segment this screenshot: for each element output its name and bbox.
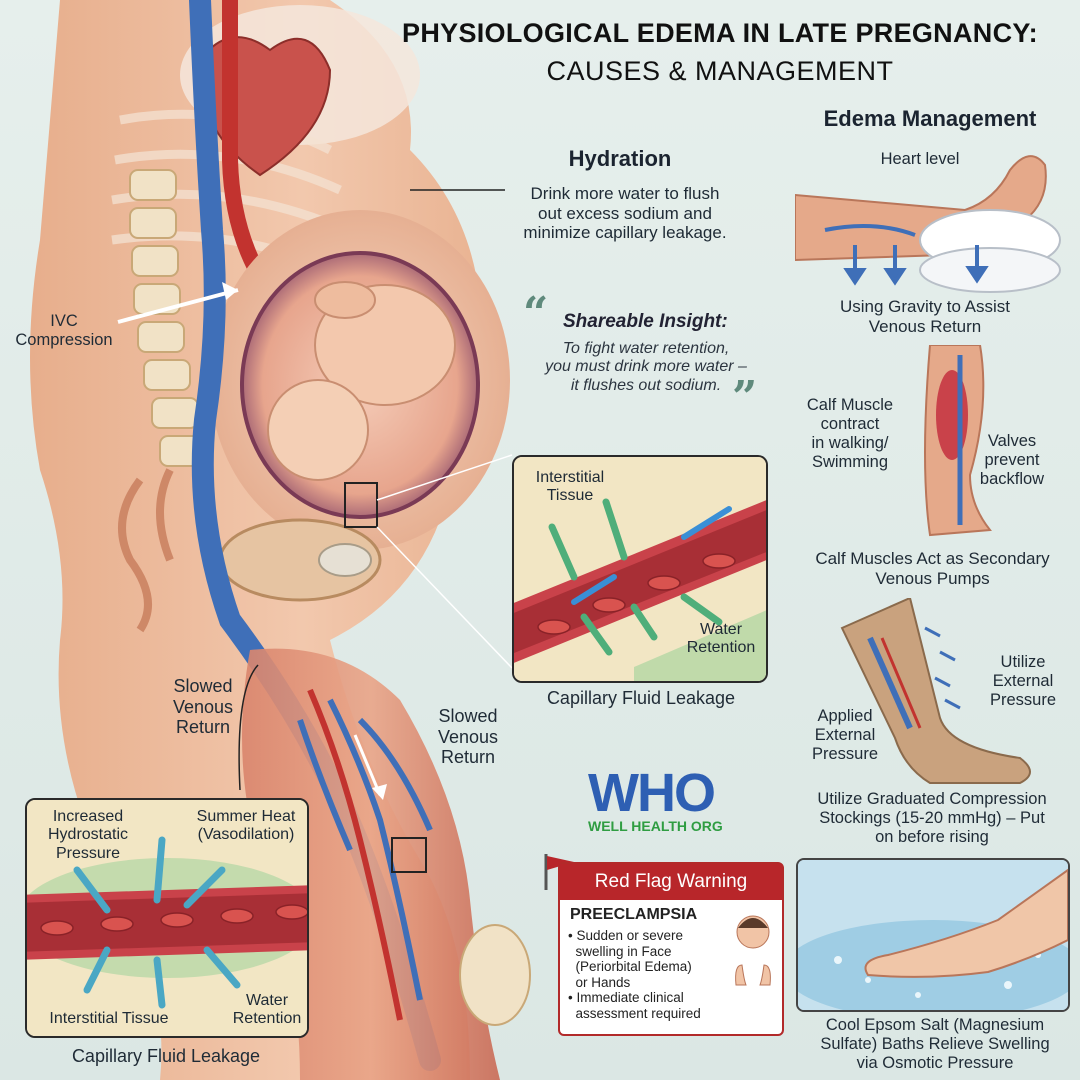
red-flag-card: Red Flag Warning PREECLAMPSIA • Sudden o… [558, 862, 784, 1036]
summer-heat-label: Summer Heat (Vasodilation) [196, 808, 296, 844]
gravity-caption: Using Gravity to Assist Venous Return [839, 297, 1011, 336]
close-quote-icon: ” [732, 372, 758, 423]
open-quote-icon: “ [523, 288, 549, 339]
preeclampsia-label: PREECLAMPSIA [570, 906, 698, 923]
red-flag-bullet-1: • Sudden or severe swelling in Face (Per… [568, 928, 692, 990]
calf-muscle-label: Calf Muscle contract in walking/ Swimmin… [806, 396, 894, 471]
fetus-illustration [267, 281, 456, 481]
management-heading: Edema Management [823, 106, 1037, 131]
capillary-illustration-left [27, 800, 307, 1036]
calf-muscle-illustration [924, 345, 992, 537]
page-title: PHYSIOLOGICAL EDEMA IN LATE PREGNANCY: [402, 18, 1038, 48]
hydration-heading: Hydration [568, 146, 672, 171]
capillary-panel-right: Interstitial Tissue Water Retention [512, 455, 768, 683]
applied-pressure-label: Applied External Pressure [811, 707, 879, 763]
slowed-return-label-left: Slowed Venous Return [172, 676, 234, 738]
who-logo: WHO WELL HEALTH ORG [588, 766, 723, 834]
capillary-caption-left: Capillary Fluid Leakage [71, 1046, 261, 1066]
red-flag-header: Red Flag Warning [560, 864, 782, 900]
compression-stocking-illustration [840, 598, 1031, 784]
who-logo-letters: WHO [588, 763, 716, 823]
red-flag-bullet-2: • Immediate clinical assessment required [568, 990, 701, 1021]
zoom-box-upper [344, 482, 378, 528]
hydrostatic-pressure-label: Increased Hydrostatic Pressure [47, 808, 129, 862]
zoom-box-lower [391, 837, 427, 873]
slowed-return-label-right: Slowed Venous Return [437, 706, 499, 768]
capillary-caption-right: Capillary Fluid Leakage [546, 688, 736, 708]
epsom-bath-illustration [796, 858, 1070, 1012]
interstitial-label-left: Interstitial Tissue [49, 1010, 169, 1027]
insight-title: Shareable Insight: [563, 311, 728, 332]
water-retention-label-left: Water Retention [232, 992, 302, 1028]
calf-caption: Calf Muscles Act as Secondary Venous Pum… [815, 549, 1050, 588]
leg-elevation-illustration [795, 155, 1061, 293]
capillary-panel-left: Increased Hydrostatic Pressure Summer He… [25, 798, 309, 1038]
stockings-caption: Utilize Graduated Compression Stockings … [817, 790, 1047, 846]
ivc-compression-label: IVC Compression [15, 312, 113, 349]
heart-level-label: Heart level [880, 150, 960, 168]
insight-body: To fight water retention, you must drink… [545, 340, 747, 394]
water-retention-label-right: Water Retention [686, 621, 756, 657]
interstitial-label-right: Interstitial Tissue [535, 469, 605, 505]
foot-in-bath-icon [798, 860, 1068, 1010]
capillary-illustration-right [514, 457, 766, 681]
bath-caption: Cool Epsom Salt (Magnesium Sulfate) Bath… [820, 1016, 1050, 1072]
who-logo-subtitle: WELL HEALTH ORG [588, 818, 723, 834]
valves-label: Valves prevent backflow [979, 432, 1045, 488]
swollen-face-hands-icon [735, 915, 771, 986]
hydration-body: Drink more water to flush out excess sod… [523, 184, 727, 243]
utilize-pressure-label: Utilize External Pressure [989, 653, 1057, 709]
page-subtitle: CAUSES & MANAGEMENT [546, 56, 894, 86]
